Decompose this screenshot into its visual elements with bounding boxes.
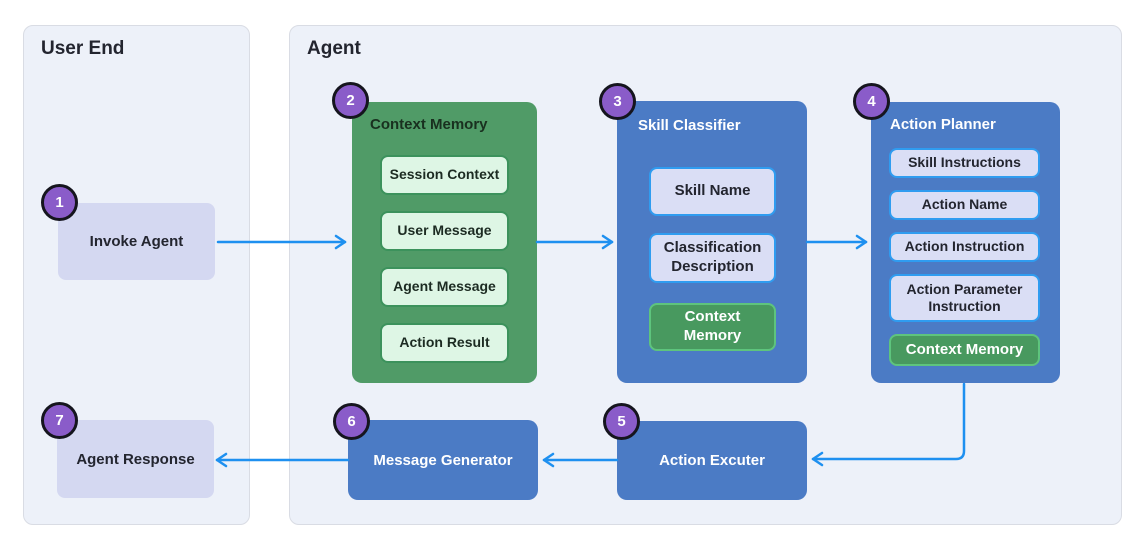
step-badge-6: 6 [333,403,370,440]
action-planner-item: Action Name [889,190,1040,220]
node-skill-classifier: Skill Classifier Skill Name Classificati… [617,101,807,383]
action-planner-item: Action Instruction [889,232,1040,262]
context-memory-item: Agent Message [380,267,509,307]
node-action-planner: Action Planner Skill Instructions Action… [871,102,1060,383]
step-badge-2: 2 [332,82,369,119]
node-message-generator: Message Generator [348,420,538,500]
agent-response-label: Agent Response [76,450,195,468]
skill-classifier-title: Skill Classifier [638,117,741,134]
step-badge-5: 5 [603,403,640,440]
context-memory-item: User Message [380,211,509,251]
skill-classifier-context-memory: Context Memory [649,303,776,351]
invoke-agent-label: Invoke Agent [89,233,184,250]
node-context-memory: Context Memory Session Context User Mess… [352,102,537,383]
context-memory-title: Context Memory [370,116,488,133]
step-badge-4: 4 [853,83,890,120]
node-invoke-agent: Invoke Agent [58,203,215,280]
step-badge-7: 7 [41,402,78,439]
action-excuter-label: Action Excuter [659,452,765,469]
action-planner-context-memory: Context Memory [889,334,1040,366]
skill-classifier-item: Skill Name [649,167,776,216]
node-agent-response: Agent Response [57,420,214,498]
action-planner-title: Action Planner [890,116,996,133]
skill-classifier-item: Classification Description [649,233,776,283]
action-planner-item: Action Parameter Instruction [889,274,1040,322]
node-action-excuter: Action Excuter [617,421,807,500]
context-memory-item: Action Result [380,323,509,363]
agent-title: Agent [307,38,361,59]
message-generator-label: Message Generator [373,451,513,469]
step-badge-1: 1 [41,184,78,221]
user-end-title: User End [41,38,125,59]
step-badge-3: 3 [599,83,636,120]
context-memory-item: Session Context [380,155,509,195]
action-planner-item: Skill Instructions [889,148,1040,178]
